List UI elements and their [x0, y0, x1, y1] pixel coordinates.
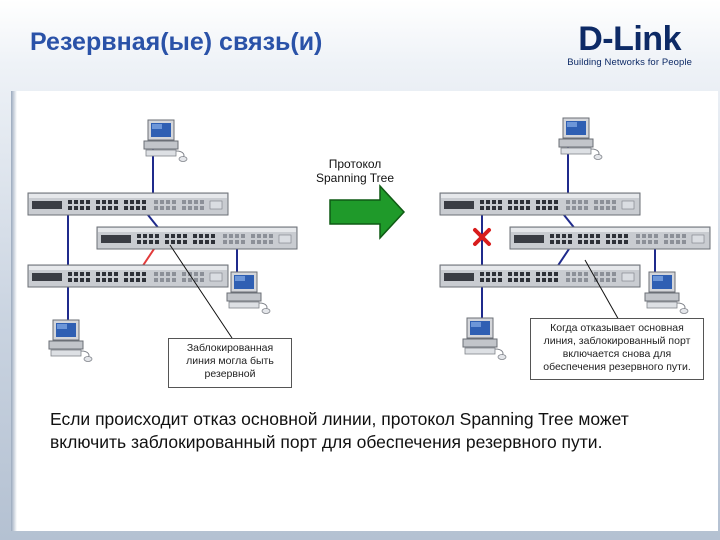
left-switch-top: [27, 192, 229, 216]
protocol-label-line2: Spanning Tree: [315, 171, 395, 185]
left-switch-bottom: [27, 264, 229, 288]
body-paragraph: Если происходит отказ основной линии, пр…: [50, 409, 629, 452]
slide-title: Резервная(ые) связь(и): [30, 28, 323, 56]
logo-tagline: Building Networks for People: [567, 57, 692, 68]
right-pc-right-icon: [644, 271, 689, 314]
link-failure-icon: [473, 228, 491, 246]
right-callout-pointer: [584, 259, 621, 323]
right-switch-top: [439, 192, 641, 216]
right-switch-bottom: [439, 264, 641, 288]
brand-logo: D-Link Building Networks for People: [567, 22, 692, 68]
content-panel: [11, 91, 718, 531]
failover-note: Когда отказывает основная линия, заблоки…: [530, 318, 704, 380]
left-pc-top-icon: [143, 119, 188, 162]
right-topology: [439, 117, 711, 360]
protocol-label: Протокол Spanning Tree: [300, 157, 410, 185]
right-pc-left-icon: [462, 317, 507, 360]
logo-wordmark: D-Link: [578, 20, 681, 58]
panel-edge: [11, 91, 17, 531]
left-topology: [27, 119, 298, 362]
left-callout-pointer: [169, 244, 233, 339]
blocked-link-note: Заблокированная линия могла быть резервн…: [168, 338, 292, 388]
left-pc-right-icon: [226, 271, 271, 314]
right-switch-middle: [509, 226, 711, 250]
protocol-arrow: [329, 184, 406, 240]
protocol-label-line1: Протокол: [328, 157, 382, 171]
left-switch-middle: [96, 226, 298, 250]
right-pc-top-icon: [558, 117, 603, 160]
left-pc-left-icon: [48, 319, 93, 362]
